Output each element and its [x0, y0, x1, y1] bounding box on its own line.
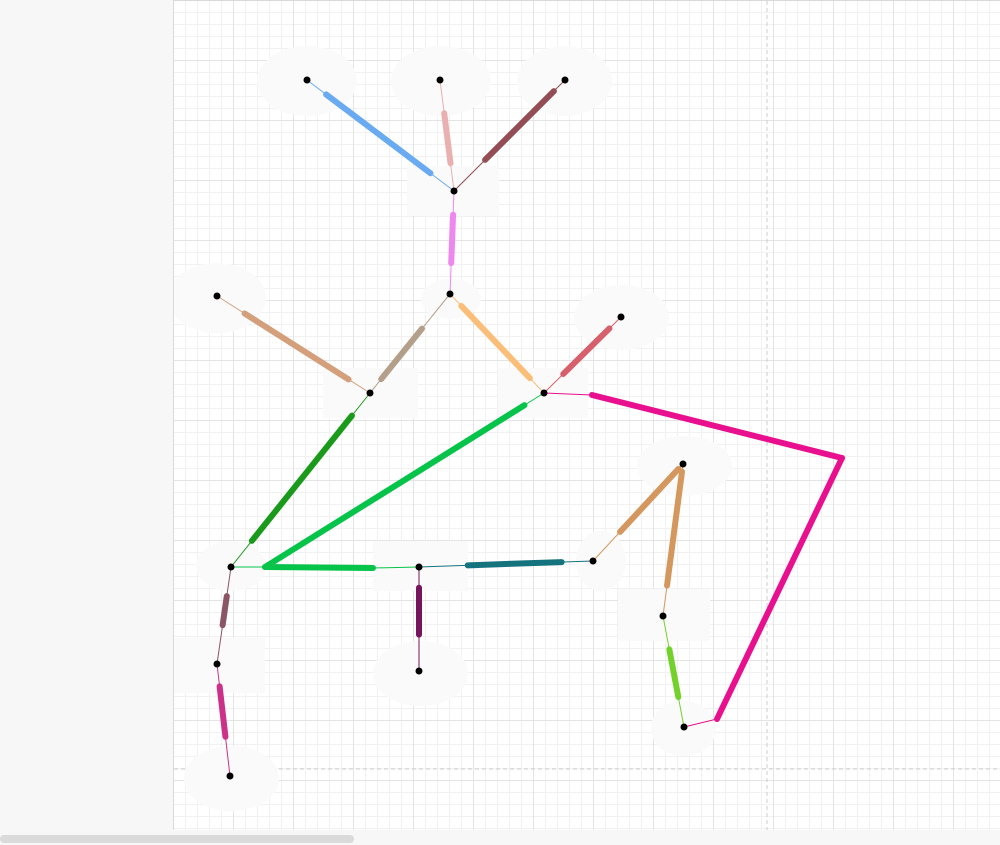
node[interactable] — [227, 563, 235, 571]
edge-thick-segment[interactable] — [378, 325, 425, 383]
node[interactable] — [303, 76, 311, 84]
node[interactable] — [589, 557, 597, 565]
edge[interactable] — [543, 392, 845, 461]
edge[interactable] — [453, 79, 566, 192]
edge[interactable] — [306, 79, 455, 192]
edge[interactable] — [262, 392, 545, 570]
edge[interactable] — [439, 79, 455, 192]
node[interactable] — [540, 389, 548, 397]
diagram-canvas[interactable] — [173, 0, 1000, 830]
node[interactable] — [436, 76, 444, 84]
edge-thick-segment[interactable] — [448, 211, 457, 267]
left-panel — [0, 0, 173, 830]
edge[interactable] — [592, 463, 684, 562]
edge-thick-segment[interactable] — [248, 412, 355, 544]
node[interactable] — [415, 563, 423, 571]
edge-thick-segment[interactable] — [458, 302, 533, 382]
node[interactable] — [446, 290, 454, 298]
edge-thick-segment[interactable] — [714, 455, 845, 722]
diagram-svg[interactable] — [174, 1, 1000, 830]
horizontal-scrollbar-thumb[interactable] — [0, 835, 354, 843]
edge[interactable] — [683, 455, 845, 728]
edge-thick-segment[interactable] — [482, 88, 557, 163]
edge-thick-segment[interactable] — [441, 110, 454, 167]
edge[interactable] — [230, 392, 371, 568]
edge[interactable] — [543, 316, 622, 394]
edge-line[interactable] — [543, 392, 593, 396]
horizontal-scrollbar[interactable] — [0, 830, 1000, 845]
edge-thick-segment[interactable] — [464, 559, 565, 569]
edge-thick-segment[interactable] — [589, 392, 845, 461]
edge-line[interactable] — [683, 718, 718, 728]
edge[interactable] — [216, 663, 231, 777]
node[interactable] — [561, 76, 569, 84]
edge[interactable] — [662, 463, 685, 617]
node[interactable] — [680, 723, 688, 731]
node[interactable] — [679, 460, 687, 468]
nodes-layer — [213, 76, 688, 780]
edge-thick-segment[interactable] — [219, 593, 230, 629]
edge-line[interactable] — [372, 566, 420, 569]
node[interactable] — [659, 612, 667, 620]
edge-thick-segment[interactable] — [262, 402, 528, 570]
edges-layer — [216, 79, 845, 777]
edge[interactable] — [230, 564, 420, 571]
edge[interactable] — [216, 295, 371, 394]
edge-thick-segment[interactable] — [560, 325, 613, 377]
edge-thick-segment[interactable] — [617, 465, 682, 535]
node[interactable] — [226, 772, 234, 780]
edge-thick-segment[interactable] — [323, 91, 434, 177]
node[interactable] — [366, 389, 374, 397]
node[interactable] — [415, 667, 423, 675]
edge[interactable] — [448, 190, 457, 295]
node[interactable] — [213, 660, 221, 668]
edge-thick-segment[interactable] — [241, 310, 352, 383]
edge[interactable] — [369, 293, 451, 394]
node[interactable] — [450, 187, 458, 195]
edge-thick-segment[interactable] — [664, 468, 685, 589]
edge[interactable] — [662, 615, 685, 728]
edge[interactable] — [418, 559, 594, 569]
edge[interactable] — [216, 566, 232, 665]
node-halo — [576, 531, 626, 591]
edge-thick-segment[interactable] — [262, 564, 376, 571]
node[interactable] — [213, 292, 221, 300]
edge-thick-segment[interactable] — [216, 683, 229, 740]
edge[interactable] — [449, 293, 545, 394]
node[interactable] — [617, 313, 625, 321]
edge-thick-segment[interactable] — [666, 646, 682, 701]
